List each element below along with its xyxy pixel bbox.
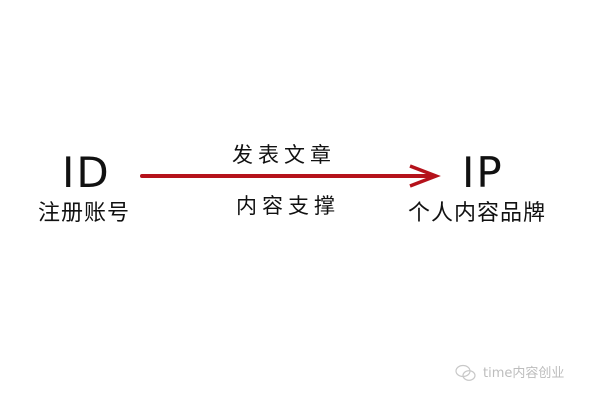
- arrow-icon: [140, 164, 441, 188]
- id-code: ID: [62, 148, 111, 197]
- watermark-text: time内容创业: [483, 365, 565, 381]
- arrow-top-text: 发表文章: [232, 143, 336, 167]
- watermark: time内容创业: [455, 364, 564, 382]
- ip-code: IP: [462, 148, 504, 197]
- wechat-icon: [455, 364, 476, 381]
- id-label: 注册账号: [38, 201, 131, 226]
- ip-label: 个人内容品牌: [408, 201, 547, 226]
- arrow-bottom-text: 内容支撑: [236, 194, 340, 218]
